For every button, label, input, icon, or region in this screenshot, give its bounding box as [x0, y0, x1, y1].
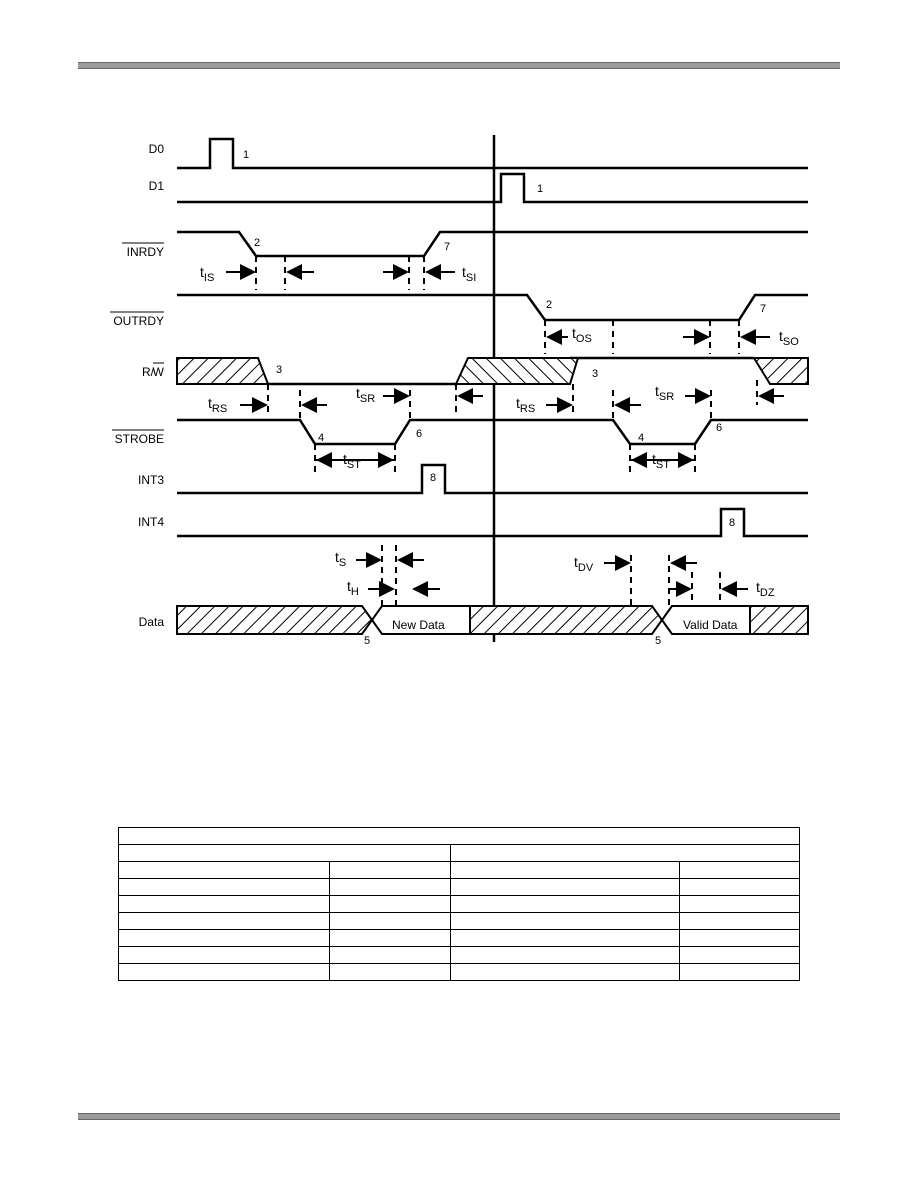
- wave-d1: [177, 172, 808, 204]
- label-trs-1: tRS: [208, 395, 227, 415]
- data-valid-region: [660, 605, 751, 635]
- wave-outrdy: [177, 293, 808, 322]
- event-num-5a: 5: [364, 635, 370, 647]
- signal-label-int3: INT3: [138, 473, 164, 487]
- event-num-6b: 6: [716, 422, 722, 434]
- table-row: [118, 963, 800, 981]
- table-row: [118, 844, 800, 862]
- event-num-4b: 4: [638, 432, 644, 444]
- timing-diagram: D0 D1 INRDY OUTRDY R/ W STROBE INT3 INT4…: [110, 135, 809, 647]
- event-num-4a: 4: [318, 432, 324, 444]
- event-num-5b: 5: [655, 635, 661, 647]
- event-num-7a: 7: [444, 241, 450, 253]
- event-num-6a: 6: [416, 428, 422, 440]
- label-th: tH: [347, 578, 359, 598]
- event-num-1a: 1: [243, 149, 249, 161]
- header-rule: [78, 62, 840, 69]
- wave-inrdy: [177, 230, 808, 258]
- rw-hatch-3: [752, 357, 809, 385]
- table-row: [118, 827, 800, 845]
- signal-label-inrdy: INRDY: [127, 245, 164, 259]
- table-row: [118, 895, 800, 913]
- label-tst-1: tST: [343, 451, 361, 471]
- wave-strobe: [177, 418, 808, 446]
- table-row: [118, 878, 800, 896]
- signal-label-rw: R/: [142, 365, 155, 379]
- rw-hatch-2: [454, 357, 580, 385]
- signal-label-d1: D1: [149, 179, 165, 193]
- label-trs-2: tRS: [516, 395, 535, 415]
- signal-label-outrdy: OUTRDY: [113, 314, 164, 328]
- data-valid-label: Valid Data: [683, 618, 738, 632]
- wave-int3: [177, 463, 808, 495]
- table-row: [118, 861, 800, 879]
- label-tsr-2: tSR: [655, 383, 674, 403]
- event-num-3a: 3: [276, 364, 282, 376]
- signal-label-int4: INT4: [138, 515, 164, 529]
- event-num-8a: 8: [430, 472, 436, 484]
- event-num-2a: 2: [254, 237, 260, 249]
- event-num-2b: 2: [546, 299, 552, 311]
- table-row: [118, 912, 800, 930]
- label-tso: tSO: [779, 328, 799, 348]
- label-tis: tIS: [200, 264, 214, 284]
- rw-hatch-1: [176, 357, 270, 385]
- event-num-8b: 8: [729, 517, 735, 529]
- table-row: [118, 946, 800, 964]
- data-new-region: [370, 605, 471, 635]
- signal-label-d0: D0: [149, 142, 165, 156]
- label-tdv: tDV: [574, 554, 594, 574]
- label-tst-2: tST: [652, 451, 670, 471]
- label-tsi: tSI: [462, 264, 476, 284]
- table-row: [118, 929, 800, 947]
- event-num-3b: 3: [592, 368, 598, 380]
- footer-rule: [78, 1113, 840, 1120]
- data-hatch-2: [469, 605, 664, 635]
- wave-int4: [177, 507, 808, 538]
- data-hatch-1: [176, 605, 374, 635]
- wave-d0: [177, 137, 808, 170]
- event-num-1b: 1: [537, 183, 543, 195]
- data-new-label: New Data: [392, 618, 445, 632]
- event-num-7b: 7: [760, 303, 766, 315]
- label-ts: tS: [335, 549, 346, 569]
- event-numbers: 1 1 2 7 2 7 3 3 4 6 4 6 8 8 5 5: [243, 149, 766, 647]
- signal-label-strobe: STROBE: [115, 432, 164, 446]
- timing-spec-table: [118, 827, 800, 981]
- signal-label-data: Data: [139, 615, 165, 629]
- signal-labels: D0 D1 INRDY OUTRDY R/ W STROBE INT3 INT4…: [110, 142, 165, 629]
- label-tsr-1: tSR: [356, 385, 375, 405]
- data-hatch-3: [749, 605, 809, 635]
- label-tos: tOS: [572, 325, 592, 345]
- signal-label-rw-suffix: W: [153, 365, 165, 379]
- label-tdz: tDZ: [756, 579, 775, 599]
